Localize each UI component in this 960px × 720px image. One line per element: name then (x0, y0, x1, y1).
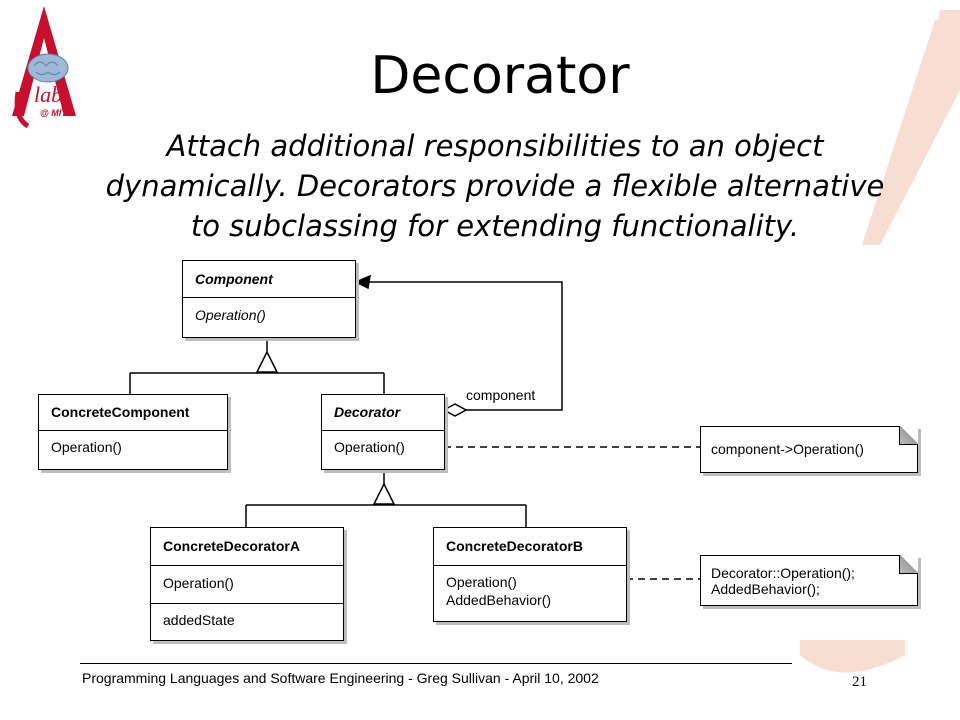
class-operation: Operation() (151, 566, 343, 604)
inheritance-triangle (372, 482, 396, 505)
footer-text: Programming Languages and Software Engin… (82, 670, 599, 686)
inheritance-triangle (255, 350, 279, 373)
note-text-line: AddedBehavior(); (711, 581, 820, 597)
class-operation: Operation() (51, 439, 122, 455)
class-name: ConcreteDecoratorB (434, 528, 626, 566)
class-state: addedState (163, 612, 235, 628)
note-decorator-operation: component->Operation() (700, 426, 918, 473)
slide-subtitle: Attach additional responsibilities to an… (80, 126, 910, 246)
logo-text: lab (34, 82, 62, 107)
subtitle-line: Attach additional responsibilities to an… (166, 129, 824, 163)
footer-divider (80, 663, 792, 664)
class-decorator: Decorator Operation() (321, 394, 445, 470)
class-name: ConcreteComponent (39, 395, 227, 431)
class-name: ConcreteDecoratorA (151, 528, 343, 566)
page-number: 21 (852, 674, 867, 690)
slide-title: Decorator (370, 46, 630, 106)
subtitle-line: dynamically. Decorators provide a flexib… (105, 169, 885, 203)
aggregation-role-label: component (466, 387, 536, 403)
note-fold-icon (899, 426, 918, 445)
class-behavior: AddedBehavior() (446, 592, 552, 608)
class-operation: Operation() (334, 439, 405, 455)
note-text: component->Operation() (711, 441, 864, 457)
aggregation-diamond (442, 403, 468, 417)
note-text-line: Decorator::Operation(); (711, 565, 855, 581)
class-component: Component Operation() (182, 260, 356, 338)
aggregation-line (368, 281, 563, 411)
subtitle-line: to subclassing for extending functionali… (190, 209, 800, 243)
class-name: Component (183, 261, 355, 298)
note-decorator-b-operation: Decorator::Operation(); AddedBehavior(); (700, 555, 918, 606)
class-operation: Operation() (446, 574, 517, 590)
class-name: Decorator (322, 395, 444, 431)
class-operation: Operation() (195, 307, 266, 323)
note-fold-icon (899, 555, 918, 574)
class-concrete-decorator-b: ConcreteDecoratorB Operation() AddedBeha… (433, 527, 627, 622)
aggregation-arrowhead (354, 274, 371, 290)
class-concrete-component: ConcreteComponent Operation() (38, 394, 228, 470)
class-concrete-decorator-a: ConcreteDecoratorA Operation() addedStat… (150, 527, 344, 641)
logo-subtext: @ MIT (40, 108, 68, 118)
ilab-logo: lab @ MIT (12, 6, 76, 129)
class-methods: Operation() AddedBehavior() (434, 566, 626, 609)
